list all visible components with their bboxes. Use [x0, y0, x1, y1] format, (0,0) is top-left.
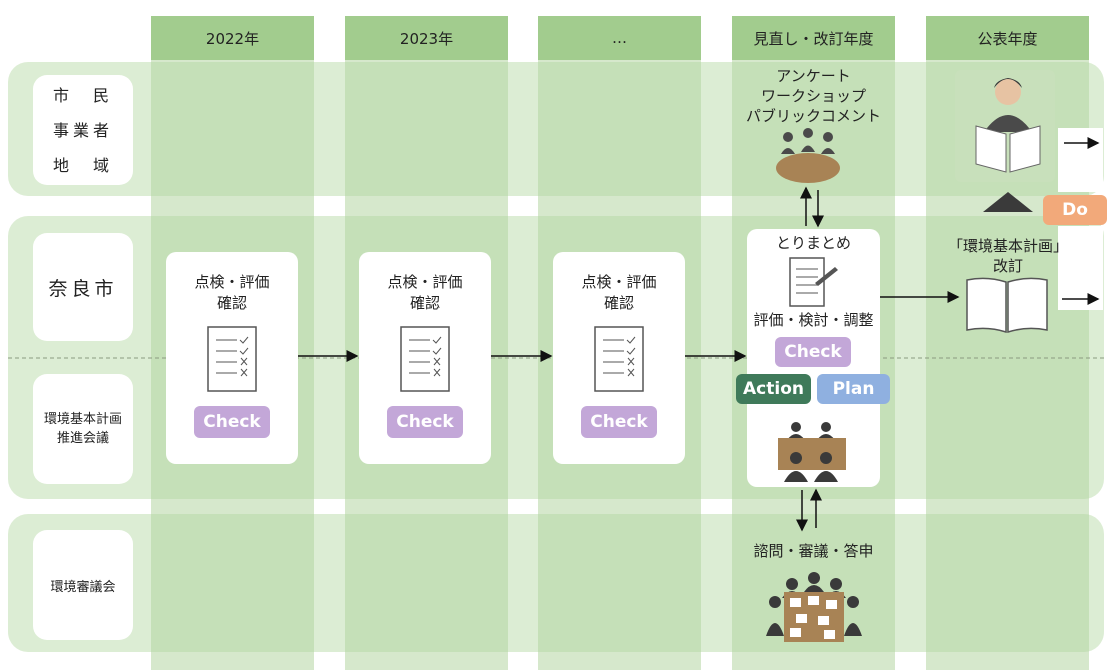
- citizen-method-workshop: ワークショップ: [760, 87, 866, 105]
- citizen-method-survey: アンケート: [776, 67, 851, 85]
- checklist-icon: [400, 326, 450, 392]
- column-header-ellipsis: …: [538, 16, 701, 60]
- publication-title: 「環境基本計画」 改訂: [928, 236, 1088, 276]
- row-label-nara-city: 奈良市: [33, 233, 133, 341]
- plan-badge: Plan: [817, 374, 890, 404]
- deliberation-meeting-icon: [766, 572, 862, 642]
- row-label-nara-city-text: 奈良市: [48, 277, 118, 300]
- summary-subtitle: 評価・検討・調整: [753, 311, 874, 329]
- row-label-citizens: 市 民 事業者 地 域: [33, 75, 133, 185]
- row-label-citizens-line3: 地 域: [52, 155, 113, 175]
- review-card-title: 点検・評価: [581, 273, 657, 291]
- column-header-publication: 公表年度: [926, 16, 1089, 60]
- citizen-methods: アンケート ワークショップ パブリックコメント: [722, 66, 905, 126]
- checklist-icon: [207, 326, 257, 392]
- row-label-shingikai: 環境審議会: [33, 530, 133, 640]
- column-header-revision: 見直し・改訂年度: [732, 16, 895, 60]
- document-pen-icon: [789, 257, 838, 307]
- column-header-2023: 2023年: [345, 16, 508, 60]
- roundtable-meeting-icon: [776, 128, 840, 183]
- council-meeting-icon: [778, 422, 846, 482]
- checklist-icon: [594, 326, 644, 392]
- band-citizens: [8, 62, 1104, 196]
- review-card-2022: 点検・評価 確認 Check: [166, 252, 298, 464]
- row-label-council-line1: 環境基本計画: [43, 412, 122, 427]
- review-card-ellipsis: 点検・評価 確認 Check: [553, 252, 685, 464]
- publication-title-line2: 改訂: [992, 257, 1023, 275]
- do-badge: Do: [1043, 195, 1107, 225]
- row-label-council-line2: 推進会議: [56, 431, 109, 446]
- review-card-subtitle: 確認: [603, 294, 634, 312]
- review-card-2023: 点検・評価 確認 Check: [359, 252, 491, 464]
- row-label-citizens-line1: 市 民: [52, 85, 113, 105]
- summary-title: とりまとめ: [775, 234, 851, 252]
- summary-check-badge: Check: [775, 337, 851, 367]
- review-card-title: 点検・評価: [194, 273, 270, 291]
- publication-title-line1: 「環境基本計画」: [947, 237, 1068, 255]
- row-label-shingikai-text: 環境審議会: [50, 579, 116, 595]
- open-book-icon: [966, 277, 1048, 334]
- review-card-subtitle: 確認: [409, 294, 440, 312]
- column-header-2022: 2022年: [151, 16, 314, 60]
- check-badge: Check: [387, 406, 463, 438]
- inquiry-label: 諮問・審議・答申: [753, 542, 874, 560]
- check-badge: Check: [194, 406, 270, 438]
- person-reading-icon: [975, 78, 1041, 173]
- band-shingikai: [8, 514, 1104, 652]
- up-triangle-icon: [983, 192, 1033, 212]
- review-card-subtitle: 確認: [216, 294, 247, 312]
- review-card-title: 点検・評価: [387, 273, 463, 291]
- row-label-council: 環境基本計画 推進会議: [33, 374, 133, 484]
- citizen-method-public-comment: パブリックコメント: [745, 107, 881, 125]
- action-badge: Action: [736, 374, 811, 404]
- check-badge: Check: [581, 406, 657, 438]
- row-label-citizens-line2: 事業者: [52, 120, 113, 140]
